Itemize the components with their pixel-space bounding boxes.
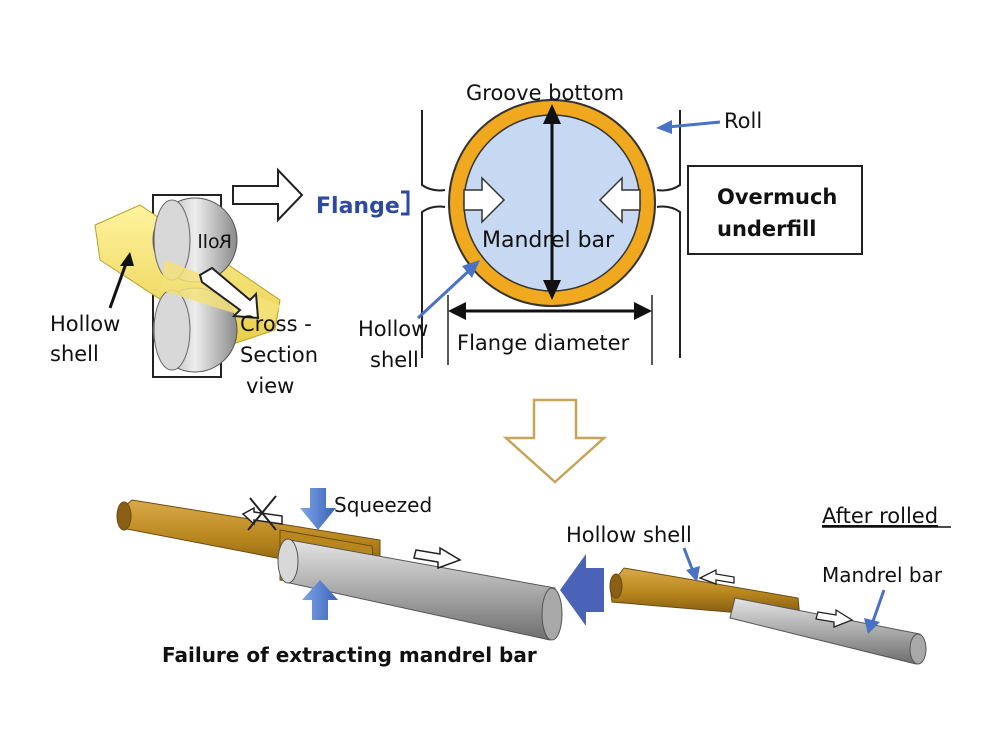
underfill-label-1: Overmuch [717,185,837,209]
hollow-shell-pointer [108,257,130,309]
squeeze-arrow-left [463,176,506,224]
after-mandrel-end [909,633,927,665]
after-mandrel-pointer-head [864,618,880,634]
hollow-shell-pointer [416,266,474,320]
after-shell-arrow [698,568,735,585]
after-mandrel-bar [729,597,921,665]
section-direction-arrow [198,266,260,320]
mandrel-bar-label: Mandrel bar [482,228,615,253]
failure-caption: Failure of extracting mandrel bar [162,643,537,667]
cross-section: Groove bottom Roll Flange Mandrel bar Ho… [316,81,863,372]
roll-outline-right-lower [656,205,681,358]
roll-outline-left-lower [421,205,446,358]
roll-outline-left-upper [421,110,446,192]
flange-diameter-label: Flange diameter [457,331,630,355]
after-shell-end [609,573,623,599]
after-hollow-shell-label: Hollow shell [566,523,692,547]
to-cross-section-arrow [232,167,304,223]
roll-outline-right-upper [656,110,681,192]
hollow-shell-label-1: Hollow [358,317,428,341]
roll-label: Roll [724,109,762,133]
pull-arrow [413,546,462,570]
cross-section-label-3: view [246,374,294,398]
failure-scene: Squeezed Failure of extracting mandrel b… [116,488,563,667]
groove-bottom-label: Groove bottom [466,81,624,105]
squeeze-arrow-top [300,488,336,530]
flange-arrow-left [448,302,466,320]
cross-section-label-1: Cross - [240,312,312,336]
roll-pointer-head [656,120,672,134]
scene-direction-arrow [560,554,604,626]
groove-arrow-top [543,104,561,124]
underfill-label-2: underfill [717,217,817,241]
flange-arrow-right [634,302,652,320]
squeeze-arrow-right [598,176,641,224]
failure-mandrel-end [541,587,563,641]
underfill-box [687,165,863,255]
flange-bracket [401,190,410,216]
squeezed-label: Squeezed [334,493,432,517]
after-bar-arrow [815,608,854,628]
after-mandrel-label: Mandrel bar [822,563,943,587]
hollow-shell-pointer-head [462,260,480,278]
hollow-shell-label-2: shell [370,348,419,372]
hollow-shell-label-1: Hollow [50,312,120,336]
roll-label-mirrored: Roll [197,231,232,253]
failure-shell-end [116,501,132,531]
roll-pointer [667,120,721,129]
lower-roll-face [153,289,191,371]
failure-mandrel-start [277,538,299,584]
hollow-shell-label-2: shell [50,342,99,366]
hollow-shell-pointer-head [120,252,134,266]
flange-label: Flange [316,194,400,219]
cross-mark-2 [249,497,277,531]
after-shell-pointer-head [686,566,700,582]
after-scene: After rolled Hollow shell Mandrel bar [566,504,951,665]
cross-section-label-2: Section [240,343,318,367]
roll-sketch: Roll Hollow shell Cross - Section view [50,194,318,398]
squeeze-arrow-bottom [302,580,338,620]
transition-down-arrow [502,398,608,484]
after-mandrel-pointer [870,589,886,625]
after-rolled-title: After rolled [822,504,938,528]
groove-arrow-bottom [543,280,561,300]
